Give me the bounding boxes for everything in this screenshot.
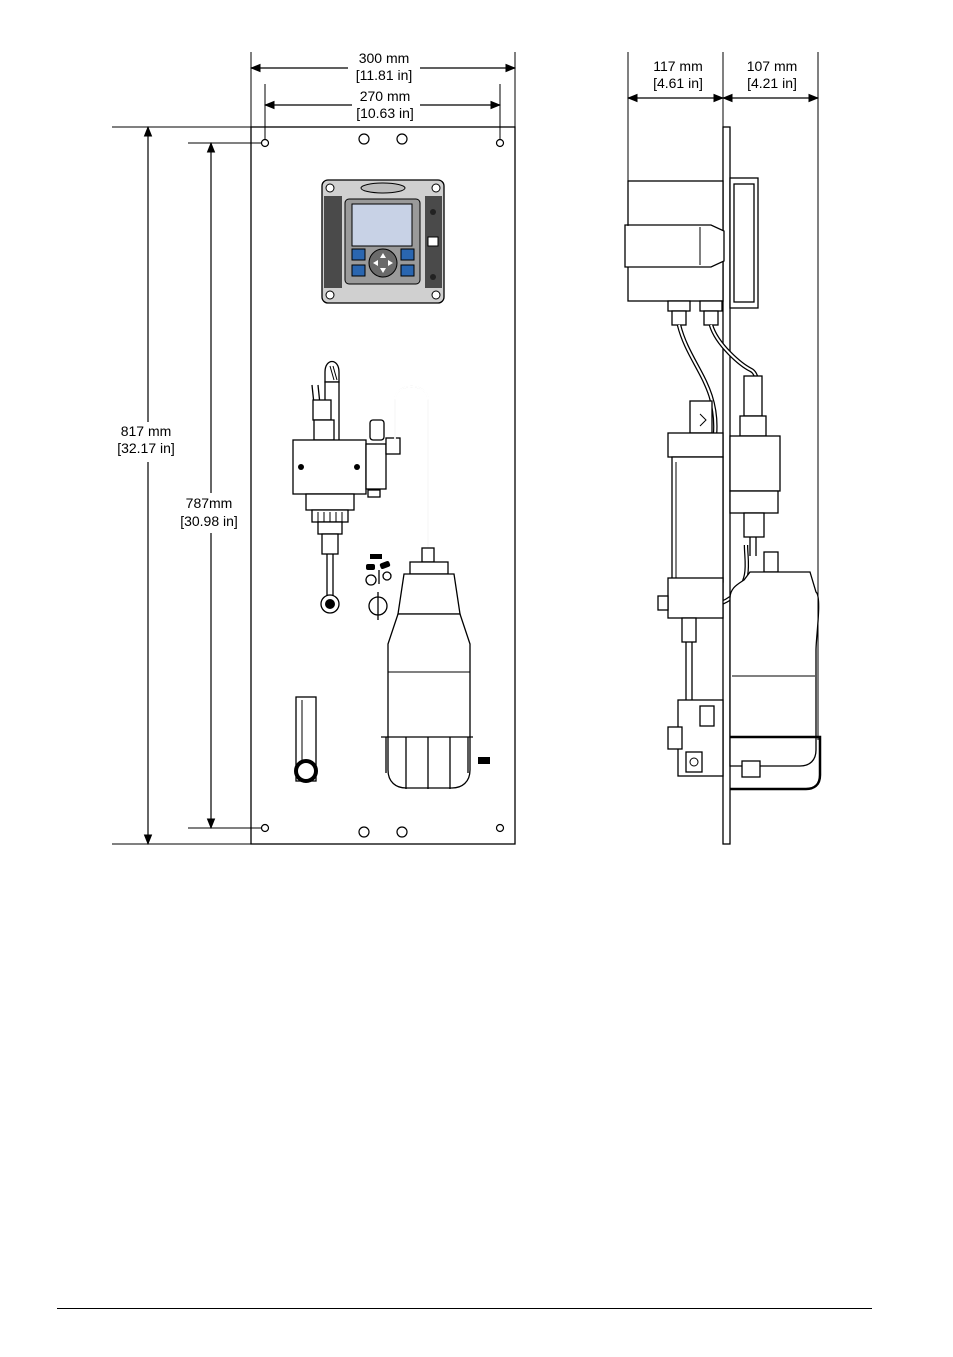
depth-117-mm: 117 mm xyxy=(653,58,703,74)
side-controller xyxy=(625,178,758,308)
width-300-in: [11.81 in] xyxy=(356,67,413,83)
front-view xyxy=(251,127,515,844)
depth-117-in: [4.61 in] xyxy=(653,75,703,91)
side-front-components xyxy=(658,401,723,776)
width-270-mm: 270 mm xyxy=(360,88,411,104)
depth-107-in: [4.21 in] xyxy=(747,75,797,91)
depth-107-mm: 107 mm xyxy=(747,58,798,74)
height-817-in: [32.17 in] xyxy=(117,440,175,456)
side-dimension-labels: 117 mm [4.61 in] 107 mm [4.21 in] xyxy=(653,58,797,91)
height-817-mm: 817 mm xyxy=(121,423,172,439)
footer-rule xyxy=(57,1308,872,1309)
side-cable-glands xyxy=(668,301,722,325)
width-270-in: [10.63 in] xyxy=(356,105,414,121)
side-back-components xyxy=(730,376,820,789)
width-300-mm: 300 mm xyxy=(359,50,410,66)
height-787-in: [30.98 in] xyxy=(180,513,238,529)
controller-unit xyxy=(322,180,444,303)
side-view xyxy=(625,127,820,844)
flow-meter xyxy=(296,697,316,781)
height-787-mm: 787mm xyxy=(186,495,233,511)
